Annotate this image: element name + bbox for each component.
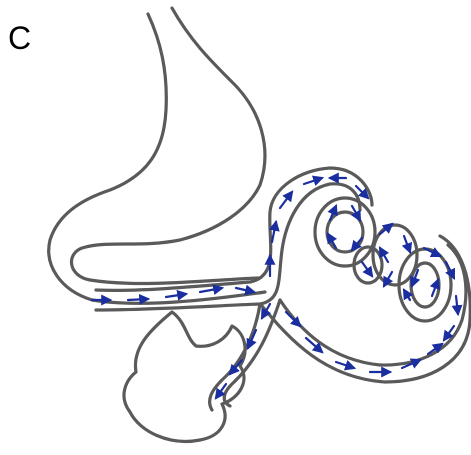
flow-arrow-icon [166,294,186,297]
flow-arrow-icon [304,178,322,184]
flow-arrow-icon [272,222,276,242]
flow-arrow-icon [306,338,322,352]
flow-arrow-icon [236,288,254,292]
flow-arrow-icon [456,296,458,314]
flow-arrow-icon [128,299,148,300]
flow-arrow-icon [404,236,410,252]
flow-arrow-icon [286,312,300,326]
flow-arrow-icon [404,290,410,300]
flow-arrow-icon [200,288,222,292]
flow-arrow-icon [336,362,354,368]
flow-arrow-icon [280,192,292,208]
upper-structure-outline [49,8,265,303]
flow-arrow-icon [362,262,372,276]
